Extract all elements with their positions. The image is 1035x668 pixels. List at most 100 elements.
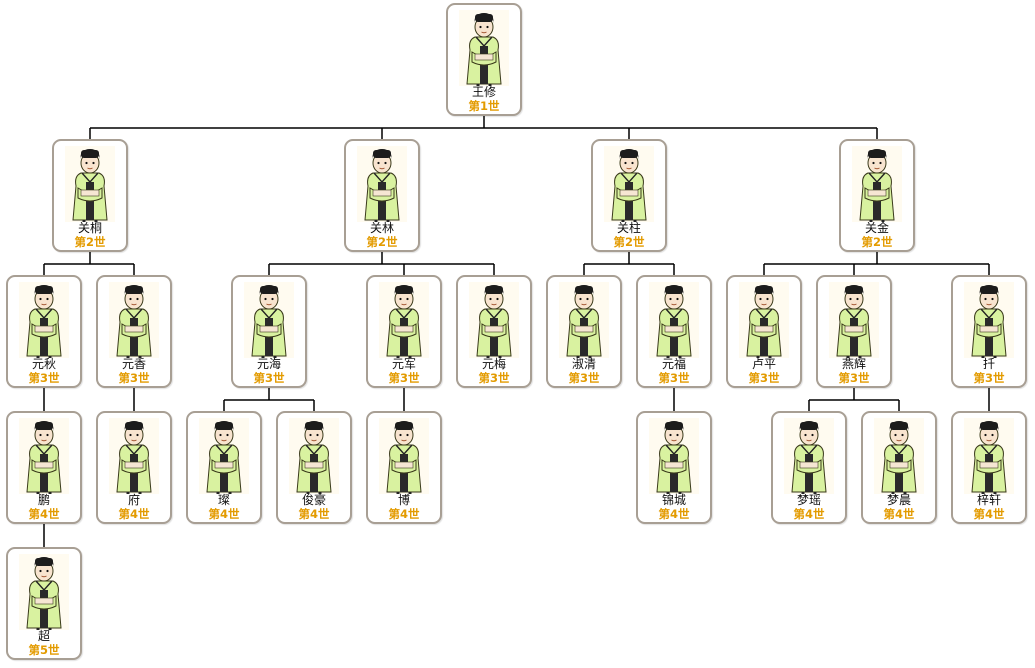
member-name: 卢平 <box>751 357 776 371</box>
generation-label: 第3世 <box>568 371 600 385</box>
member-card[interactable]: 燕辉第3世 <box>816 275 892 388</box>
person-portrait-icon <box>784 418 834 494</box>
member-name: 博 <box>397 493 410 507</box>
member-name: 俊豪 <box>301 493 326 507</box>
member-card[interactable]: 关林第2世 <box>344 139 420 252</box>
member-card[interactable]: 博第4世 <box>366 411 442 524</box>
member-card[interactable]: 关桐第2世 <box>52 139 128 252</box>
member-name: 元海 <box>256 357 281 371</box>
generation-label: 第4世 <box>973 507 1005 521</box>
member-name: 梦瑶 <box>796 493 821 507</box>
generation-label: 第4世 <box>298 507 330 521</box>
generation-label: 第4世 <box>118 507 150 521</box>
member-name: 燕辉 <box>841 357 866 371</box>
member-card[interactable]: 梦晨第4世 <box>861 411 937 524</box>
member-name: 超 <box>37 629 50 643</box>
generation-label: 第3世 <box>478 371 510 385</box>
member-card[interactable]: 锦城第4世 <box>636 411 712 524</box>
member-name: 扦 <box>982 357 995 371</box>
member-card[interactable]: 超第5世 <box>6 547 82 660</box>
person-portrait-icon <box>357 146 407 222</box>
member-name: 元香 <box>121 357 146 371</box>
person-portrait-icon <box>379 282 429 358</box>
generation-label: 第4世 <box>28 507 60 521</box>
generation-label: 第3世 <box>118 371 150 385</box>
person-portrait-icon <box>19 554 69 630</box>
member-name: 关林 <box>369 221 394 235</box>
person-portrait-icon <box>289 418 339 494</box>
generation-label: 第4世 <box>208 507 240 521</box>
generation-label: 第3世 <box>973 371 1005 385</box>
generation-label: 第3世 <box>253 371 285 385</box>
member-name: 梦晨 <box>886 493 911 507</box>
person-portrait-icon <box>852 146 902 222</box>
member-card[interactable]: 关金第2世 <box>839 139 915 252</box>
person-portrait-icon <box>199 418 249 494</box>
generation-label: 第3世 <box>28 371 60 385</box>
person-portrait-icon <box>244 282 294 358</box>
person-portrait-icon <box>874 418 924 494</box>
person-portrait-icon <box>109 282 159 358</box>
member-name: 元福 <box>661 357 686 371</box>
generation-label: 第4世 <box>883 507 915 521</box>
person-portrait-icon <box>559 282 609 358</box>
person-portrait-icon <box>649 282 699 358</box>
member-name: 元梅 <box>481 357 506 371</box>
person-portrait-icon <box>19 418 69 494</box>
generation-label: 第2世 <box>861 235 893 249</box>
generation-label: 第3世 <box>658 371 690 385</box>
member-name: 梓轩 <box>976 493 1001 507</box>
member-card[interactable]: 元梅第3世 <box>456 275 532 388</box>
member-card[interactable]: 元秋第3世 <box>6 275 82 388</box>
member-card[interactable]: 梦瑶第4世 <box>771 411 847 524</box>
member-card[interactable]: 元军第3世 <box>366 275 442 388</box>
member-name: 关柱 <box>616 221 641 235</box>
person-portrait-icon <box>19 282 69 358</box>
person-portrait-icon <box>65 146 115 222</box>
generation-label: 第2世 <box>74 235 106 249</box>
generation-label: 第4世 <box>388 507 420 521</box>
member-card[interactable]: 王修第1世 <box>446 3 522 116</box>
person-portrait-icon <box>109 418 159 494</box>
member-card[interactable]: 扦第3世 <box>951 275 1027 388</box>
member-card[interactable]: 淑清第3世 <box>546 275 622 388</box>
member-card[interactable]: 鹏第4世 <box>6 411 82 524</box>
generation-label: 第4世 <box>658 507 690 521</box>
member-card[interactable]: 府第4世 <box>96 411 172 524</box>
person-portrait-icon <box>964 282 1014 358</box>
person-portrait-icon <box>739 282 789 358</box>
person-portrait-icon <box>604 146 654 222</box>
generation-label: 第5世 <box>28 643 60 657</box>
member-name: 鹏 <box>37 493 50 507</box>
member-card[interactable]: 卢平第3世 <box>726 275 802 388</box>
member-card[interactable]: 元福第3世 <box>636 275 712 388</box>
member-card[interactable]: 俊豪第4世 <box>276 411 352 524</box>
person-portrait-icon <box>469 282 519 358</box>
person-portrait-icon <box>964 418 1014 494</box>
member-card[interactable]: 元香第3世 <box>96 275 172 388</box>
person-portrait-icon <box>379 418 429 494</box>
member-name: 元秋 <box>31 357 56 371</box>
generation-label: 第3世 <box>838 371 870 385</box>
member-name: 璨 <box>217 493 230 507</box>
generation-label: 第1世 <box>468 99 500 113</box>
member-name: 关金 <box>864 221 889 235</box>
member-card[interactable]: 梓轩第4世 <box>951 411 1027 524</box>
person-portrait-icon <box>649 418 699 494</box>
member-name: 锦城 <box>661 493 686 507</box>
generation-label: 第2世 <box>366 235 398 249</box>
member-name: 王修 <box>471 85 496 99</box>
member-card[interactable]: 元海第3世 <box>231 275 307 388</box>
member-card[interactable]: 璨第4世 <box>186 411 262 524</box>
member-name: 关桐 <box>77 221 102 235</box>
member-name: 府 <box>127 493 140 507</box>
member-card[interactable]: 关柱第2世 <box>591 139 667 252</box>
generation-label: 第3世 <box>388 371 420 385</box>
generation-label: 第3世 <box>748 371 780 385</box>
generation-label: 第4世 <box>793 507 825 521</box>
generation-label: 第2世 <box>613 235 645 249</box>
member-name: 淑清 <box>571 357 596 371</box>
person-portrait-icon <box>459 10 509 86</box>
